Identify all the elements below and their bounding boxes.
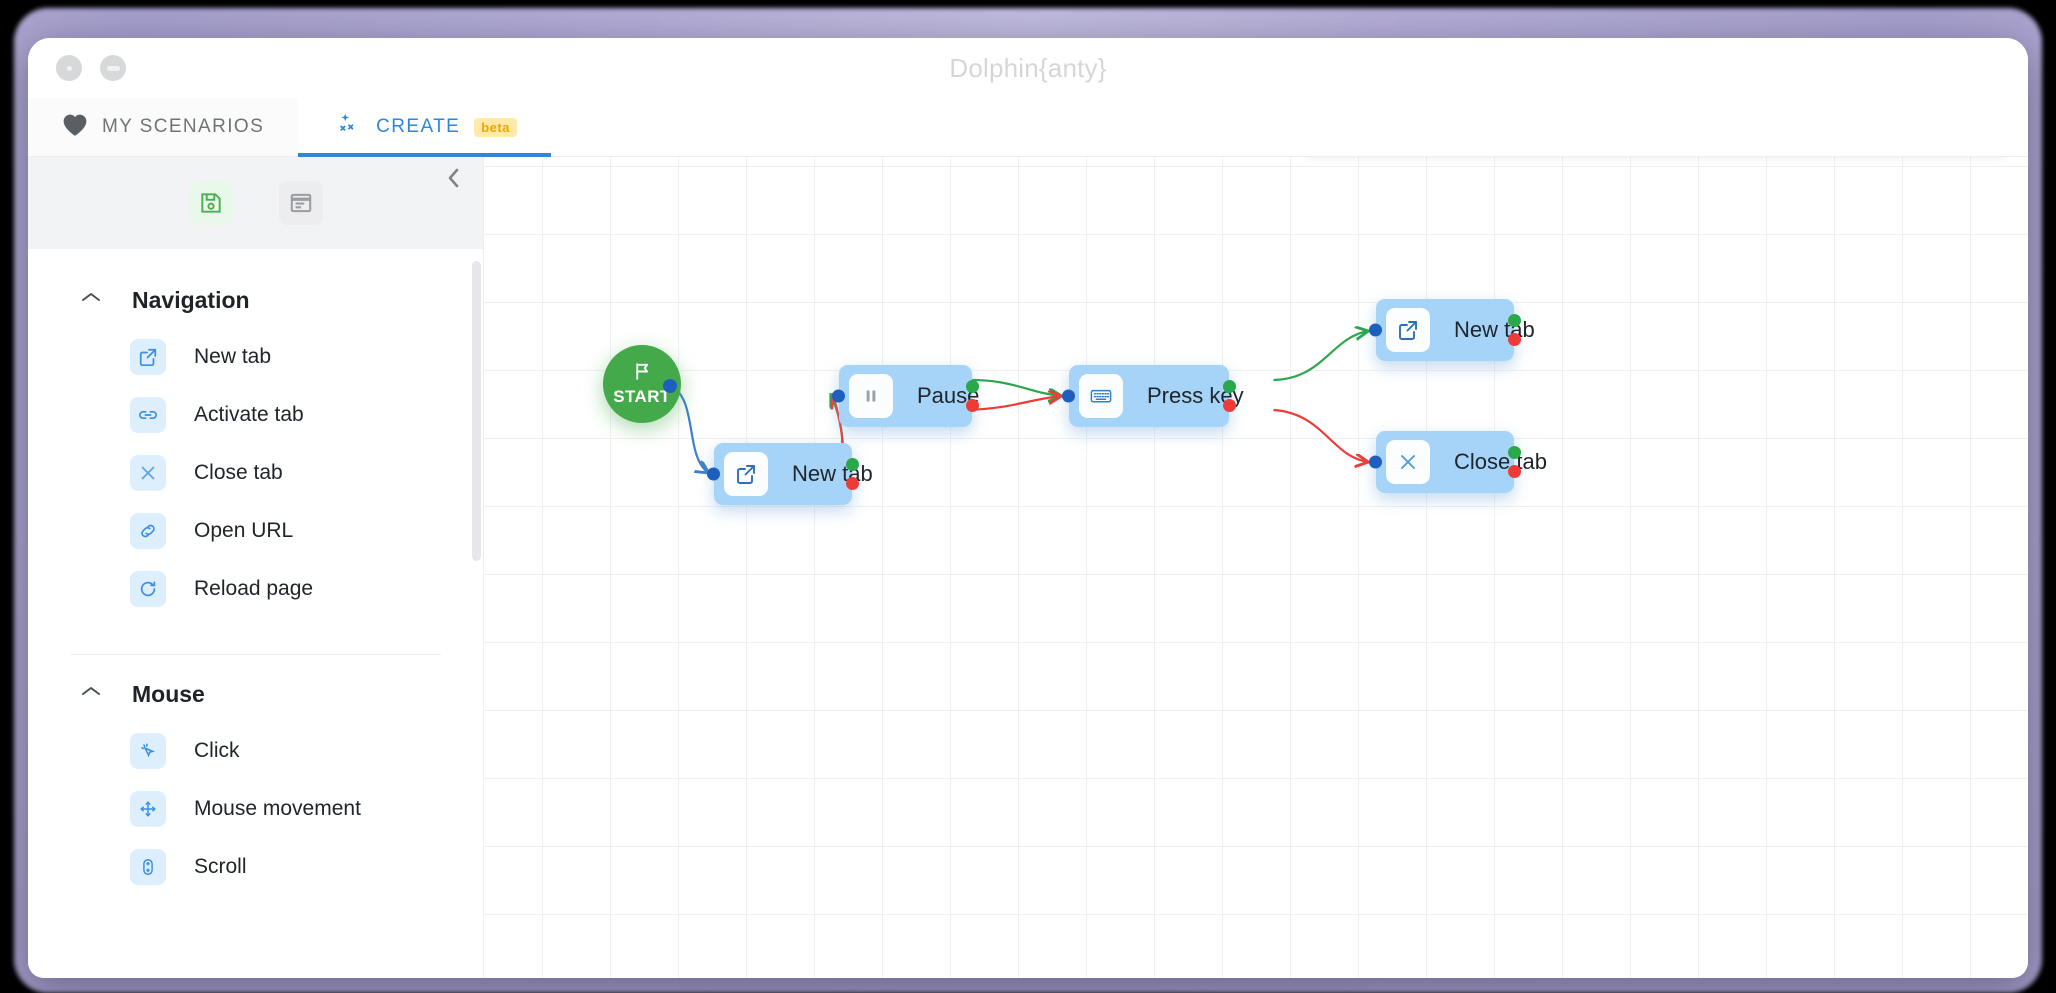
error-port[interactable]	[1508, 465, 1521, 478]
window-controls	[56, 55, 126, 81]
sidebar-item-open-url[interactable]: Open URL	[28, 502, 483, 560]
sidebar-item-click[interactable]: Click	[28, 722, 483, 780]
sidebar-group-title: Mouse	[132, 681, 205, 707]
sidebar-scrollbar[interactable]	[472, 261, 481, 561]
flow-node-pause[interactable]: Pause	[832, 365, 979, 427]
canvas-grid	[484, 157, 2028, 978]
input-port[interactable]	[707, 467, 720, 481]
tab-label-my-scenarios: MY SCENARIOS	[102, 116, 265, 137]
success-port[interactable]	[1508, 314, 1521, 327]
success-port[interactable]	[1508, 446, 1521, 459]
notes-icon[interactable]	[278, 181, 323, 225]
error-port[interactable]	[846, 477, 859, 490]
sidebar-item-label: Activate tab	[194, 403, 304, 426]
error-port[interactable]	[1223, 399, 1236, 412]
sidebar-item-reload-page[interactable]: Reload page	[28, 560, 483, 618]
success-port[interactable]	[1223, 380, 1236, 393]
save-icon[interactable]	[188, 181, 233, 225]
tab-create[interactable]: CREATE beta	[298, 98, 551, 157]
app-title: Dolphin{anty}	[949, 52, 1107, 83]
external-link-icon	[130, 339, 166, 375]
beta-badge: beta	[474, 117, 517, 137]
sidebar-item-label: New tab	[194, 345, 272, 368]
pause-icon	[849, 374, 893, 418]
sidebar-toolbar	[28, 157, 483, 249]
success-port[interactable]	[966, 380, 979, 393]
tab-label-create: CREATE	[376, 116, 461, 137]
chevron-up-icon	[80, 684, 102, 701]
flow-node-label: New tab	[1454, 317, 1535, 342]
input-port[interactable]	[832, 389, 845, 403]
title-bar: Dolphin{anty}	[28, 38, 2028, 98]
flow-node-press-key[interactable]: Press key	[1062, 365, 1244, 427]
input-port[interactable]	[1369, 323, 1382, 337]
sidebar-item-mouse-movement[interactable]: Mouse movement	[28, 780, 483, 838]
scroll-icon	[130, 849, 166, 885]
external-link-icon	[724, 452, 768, 496]
app-window: Dolphin{anty} MY SCENARIOS CREATE beta	[28, 38, 2028, 978]
flow-node-close-tab[interactable]: Close tab	[1369, 431, 1547, 493]
start-node[interactable]: START	[603, 345, 681, 423]
sidebar-item-label: Scroll	[194, 855, 247, 878]
start-output-port[interactable]	[663, 379, 677, 393]
link-horizontal-icon	[130, 397, 166, 433]
sidebar-item-scroll[interactable]: Scroll	[28, 838, 483, 896]
sidebar-item-label: Mouse movement	[194, 797, 361, 820]
tab-strip: MY SCENARIOS CREATE beta	[28, 98, 2028, 157]
minimize-button[interactable]	[100, 55, 126, 81]
flow-node-new-tab-1[interactable]: New tab	[707, 443, 873, 505]
input-port[interactable]	[1369, 455, 1382, 469]
input-port[interactable]	[1062, 389, 1075, 403]
flow-node-new-tab-2[interactable]: New tab	[1369, 299, 1535, 361]
sidebar-divider	[70, 654, 441, 655]
close-icon	[66, 65, 72, 71]
reload-icon	[130, 571, 166, 607]
sidebar-group-mouse: Mouse Click	[28, 659, 483, 906]
sidebar-item-label: Reload page	[194, 577, 314, 600]
heart-icon	[62, 113, 88, 141]
close-x-icon	[130, 455, 166, 491]
flow-node-label: New tab	[792, 461, 873, 486]
sidebar-group-navigation: Navigation New tab	[28, 265, 483, 628]
error-port[interactable]	[1508, 333, 1521, 346]
success-port[interactable]	[846, 458, 859, 471]
flow-canvas[interactable]: START New tab Pause	[484, 157, 2028, 978]
sidebar-item-close-tab[interactable]: Close tab	[28, 444, 483, 502]
collapse-panel-button[interactable]	[437, 161, 471, 195]
sidebar-group-title: Navigation	[132, 287, 250, 313]
sidebar-item-label: Close tab	[194, 461, 283, 484]
sidebar-item-activate-tab[interactable]: Activate tab	[28, 386, 483, 444]
actions-sidebar: Navigation New tab	[28, 157, 484, 978]
move-arrows-icon	[130, 791, 166, 827]
minimize-icon	[106, 65, 120, 71]
chevron-up-icon	[80, 290, 102, 307]
sidebar-scroll-area: Navigation New tab	[28, 249, 483, 978]
cursor-click-icon	[130, 733, 166, 769]
app-body: Navigation New tab	[28, 157, 2028, 978]
sidebar-group-header-mouse[interactable]: Mouse	[28, 659, 483, 722]
flag-icon	[632, 361, 653, 386]
close-x-icon	[1386, 440, 1430, 484]
keyboard-icon	[1079, 374, 1123, 418]
sidebar-item-new-tab[interactable]: New tab	[28, 328, 483, 386]
close-button[interactable]	[56, 55, 82, 81]
chain-link-icon	[130, 513, 166, 549]
sidebar-group-header-navigation[interactable]: Navigation	[28, 265, 483, 328]
error-port[interactable]	[966, 399, 979, 412]
tab-my-scenarios[interactable]: MY SCENARIOS	[28, 98, 299, 156]
external-link-icon	[1386, 308, 1430, 352]
start-node-label: START	[613, 387, 671, 406]
magic-wand-icon	[332, 110, 362, 145]
flow-node-label: Close tab	[1454, 449, 1547, 474]
sidebar-item-label: Open URL	[194, 519, 294, 542]
sidebar-item-label: Click	[194, 739, 240, 762]
